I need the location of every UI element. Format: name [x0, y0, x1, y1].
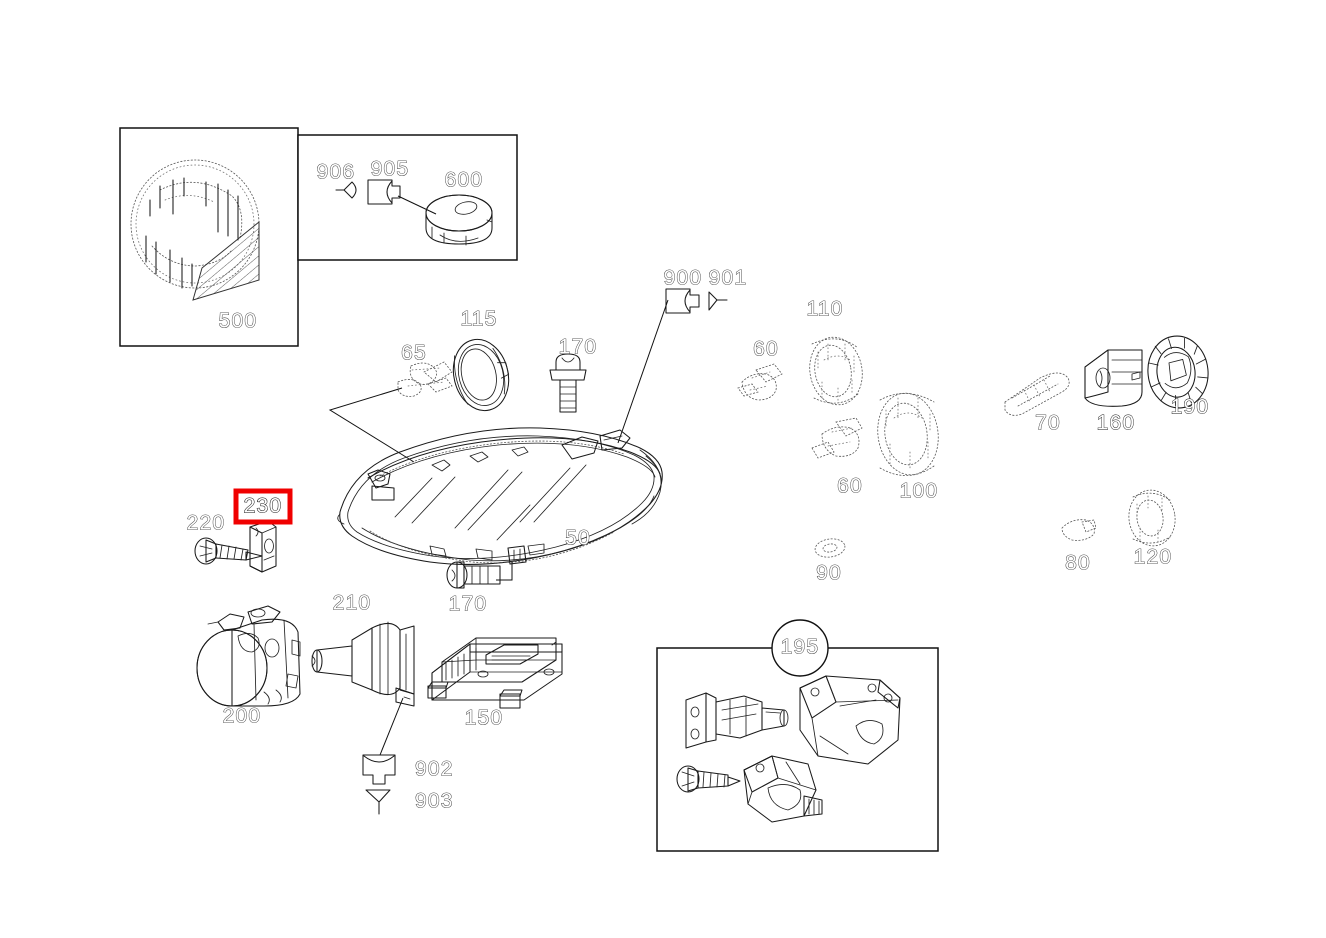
section-view-500-art — [130, 159, 260, 301]
leader-210-to-902 — [379, 697, 404, 756]
callout-190: 190 — [1171, 396, 1210, 419]
part-150-control-unit — [427, 637, 563, 709]
part-905-connector — [367, 179, 401, 205]
callout-80: 80 — [1065, 552, 1091, 575]
callout-160: 160 — [1097, 412, 1136, 435]
part-906-terminal — [335, 181, 357, 199]
callout-901: 901 — [709, 267, 748, 290]
box-500-frame — [119, 127, 299, 347]
part-60-socket-upper — [737, 363, 783, 401]
callout-150: 150 — [465, 707, 504, 730]
callout-110: 110 — [806, 298, 843, 321]
part-902-connector — [362, 754, 396, 785]
callout-170-lower: 170 — [449, 593, 488, 616]
callout-90: 90 — [816, 562, 842, 585]
callout-195-circle — [771, 619, 829, 677]
part-600-cap — [425, 194, 493, 246]
callout-100: 100 — [900, 480, 939, 503]
part-170-bolt-lower — [446, 561, 501, 589]
leader-900-to-housing — [617, 299, 669, 444]
callout-60-upper: 60 — [753, 338, 779, 361]
box-195-frame — [656, 647, 939, 852]
callout-906: 906 — [317, 161, 356, 184]
callout-903: 903 — [415, 790, 454, 813]
part-90-washer — [814, 538, 846, 558]
callout-50: 50 — [565, 527, 591, 550]
part-110-reflector — [809, 336, 863, 406]
callout-60-lower: 60 — [837, 475, 863, 498]
box-600-frame — [297, 134, 518, 261]
callout-900: 900 — [664, 267, 703, 290]
part-195-screw — [676, 765, 741, 793]
part-115-sealing-ring — [452, 338, 510, 412]
part-70-bulb — [1004, 372, 1070, 416]
part-190-ribbed-cap — [1147, 335, 1209, 409]
part-901-terminal — [708, 291, 728, 311]
part-50-headlight-housing — [337, 427, 663, 565]
callout-220: 220 — [187, 512, 226, 535]
callout-902: 902 — [415, 758, 454, 781]
part-80-bulb-small — [1061, 519, 1097, 541]
callout-600: 600 — [445, 169, 484, 192]
callout-230: 230 — [244, 495, 283, 518]
part-195-bracket-b — [799, 675, 901, 765]
callout-210: 210 — [333, 592, 372, 615]
callout-195: 195 — [781, 636, 820, 659]
callout-115: 115 — [460, 308, 497, 331]
part-65-clips — [397, 361, 453, 397]
part-900-901-connectors — [617, 288, 728, 444]
callout-65: 65 — [401, 342, 427, 365]
leader-905-600 — [397, 195, 437, 215]
part-200-projector-module — [196, 605, 301, 707]
part-195-bracket-c — [743, 755, 823, 823]
callout-500: 500 — [219, 310, 258, 333]
callout-200: 200 — [223, 705, 262, 728]
inset-box-500: 500 — [119, 127, 299, 347]
part-903-terminal — [365, 789, 391, 815]
part-170-bolt-upper — [549, 353, 587, 413]
part-900-connector — [665, 288, 700, 314]
part-195-bracket-a — [685, 692, 789, 749]
part-160-cover-cap — [1084, 349, 1143, 407]
callout-120: 120 — [1134, 546, 1173, 569]
callout-70: 70 — [1035, 412, 1061, 435]
callout-905: 905 — [371, 158, 410, 181]
part-120-retainer-ring — [1128, 489, 1176, 547]
callout-170-upper: 170 — [559, 336, 598, 359]
highlight-box-230 — [233, 488, 293, 525]
leader-housing-to-bolt — [496, 562, 513, 581]
leader-65-to-housing — [328, 387, 415, 463]
part-210-range-actuator — [311, 621, 415, 707]
part-60-socket-lower — [811, 417, 863, 459]
inset-box-600: 906 905 600 — [297, 134, 518, 261]
part-100-reflector-holder — [877, 392, 939, 476]
part-220-screw — [194, 537, 263, 565]
inset-box-195: 195 — [656, 619, 939, 852]
